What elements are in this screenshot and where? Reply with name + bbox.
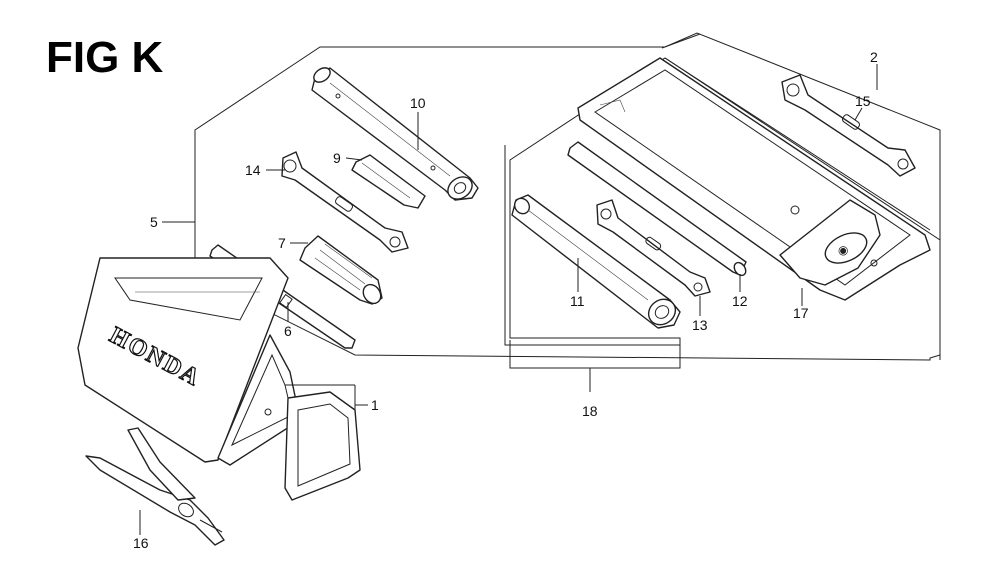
callout-7: 7 — [278, 235, 286, 251]
group-outline-5 — [194, 32, 941, 361]
figure-title: FIG K — [46, 33, 164, 82]
callout-16: 16 — [133, 535, 149, 551]
group-outline-18 — [509, 338, 681, 392]
socket-wrench-10 — [311, 67, 479, 201]
callout-9: 9 — [333, 150, 341, 166]
screwdriver-handle-7 — [299, 235, 383, 305]
callout-5: 5 — [150, 214, 158, 230]
open-end-wrench-13 — [596, 199, 711, 297]
callout-2: 2 — [870, 49, 878, 65]
callout-labels: 1 2 5 6 7 9 10 11 12 13 14 15 16 17 18 — [133, 49, 878, 551]
callout-17: 17 — [793, 305, 809, 321]
callout-6: 6 — [284, 323, 292, 339]
callout-11: 11 — [570, 293, 585, 309]
group-outline-2 — [504, 57, 941, 360]
leader-lines — [139, 64, 878, 535]
socket-wrench-11 — [511, 194, 681, 329]
pouch-logo: ◉ — [838, 243, 848, 257]
pliers-16 — [85, 427, 225, 546]
callout-14: 14 — [245, 162, 261, 178]
tool-pouch-17: ◉ — [577, 57, 931, 301]
open-end-wrench-15 — [781, 74, 916, 177]
callout-13: 13 — [692, 317, 708, 333]
callout-12: 12 — [732, 293, 748, 309]
callout-15: 15 — [855, 93, 871, 109]
tool-case-1: HONDA — [77, 257, 368, 501]
open-end-wrench-14 — [281, 151, 409, 253]
callout-18: 18 — [582, 403, 598, 419]
screwdriver-bit-9 — [351, 154, 426, 209]
callout-10: 10 — [410, 95, 426, 111]
callout-1: 1 — [371, 397, 379, 413]
